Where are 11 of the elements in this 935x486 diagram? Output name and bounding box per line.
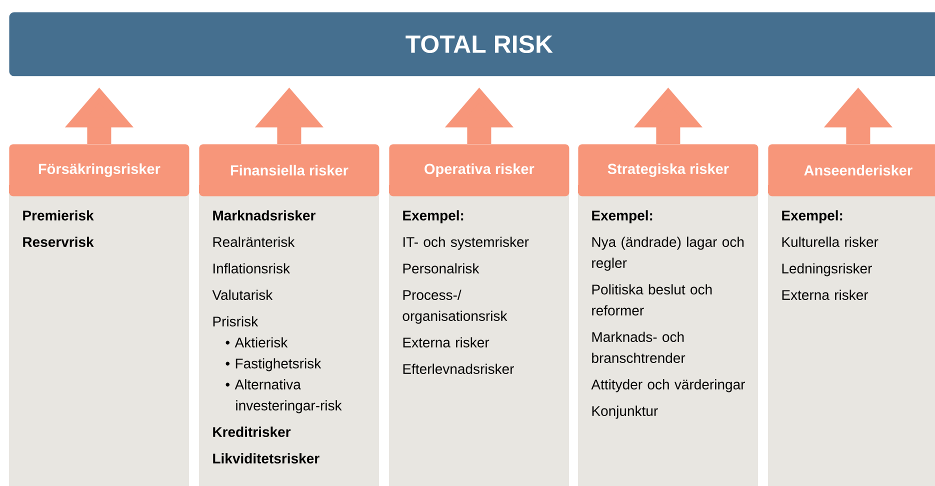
node-label: Anseenderisker bbox=[804, 164, 912, 176]
node-label: Finansiella risker bbox=[230, 164, 348, 176]
node-label: Försäkringsrisker bbox=[38, 163, 160, 177]
column-box: Operativa risker Exempel: IT- och systemrisker Personalrisk Process-/ organisationsrisk Externa risker Efterlevnadsrisker bbox=[389, 144, 570, 486]
node-label: Strategiska risker bbox=[608, 163, 729, 177]
column-box: Strategiska risker Exempel: Nya (ändrade) lagar och regler Politiska beslut och reformer Marknads- och branschtrender Attityder och värderingar Konjunktur bbox=[578, 144, 758, 486]
column-box: Anseenderisker Exempel: Kulturella risker Ledningsrisker Externa risker bbox=[768, 144, 935, 486]
title-bar: TOTAL RISK bbox=[9, 12, 935, 76]
column-box: Försäkringsrisker Premierisk Reservrisk bbox=[9, 144, 190, 486]
node-label: Operativa risker bbox=[424, 163, 534, 177]
column-box: Finansiella risker Marknadsrisker Realränterisk Inflationsrisk Valutarisk Prisrisk • Aktierisk • Fastighetsrisk • Alternativa investeringar-risk Kreditrisker Likviditetsrisker bbox=[199, 144, 380, 486]
